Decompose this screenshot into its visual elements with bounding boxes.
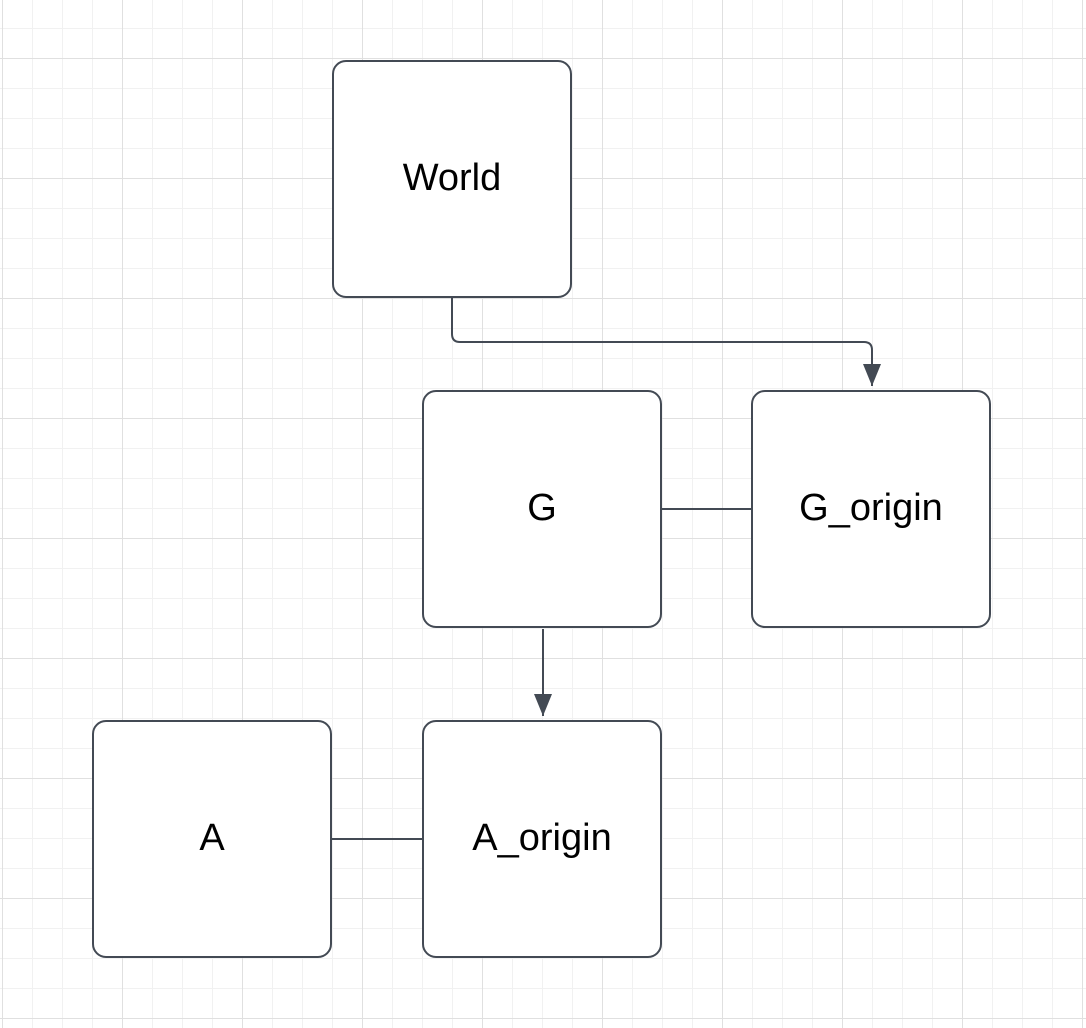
node-world-label: World bbox=[402, 157, 502, 200]
node-a-label: A bbox=[199, 817, 225, 860]
node-world[interactable]: World bbox=[332, 60, 572, 298]
node-a-origin[interactable]: A_origin bbox=[422, 720, 662, 958]
node-a[interactable]: A bbox=[92, 720, 332, 958]
node-g-origin-label: G_origin bbox=[799, 487, 943, 530]
node-g-origin[interactable]: G_origin bbox=[751, 390, 991, 628]
node-g-label: G bbox=[527, 487, 557, 530]
node-g[interactable]: G bbox=[422, 390, 662, 628]
edge-world-to-g-origin[interactable] bbox=[451, 298, 881, 386]
node-a-origin-label: A_origin bbox=[472, 817, 612, 860]
